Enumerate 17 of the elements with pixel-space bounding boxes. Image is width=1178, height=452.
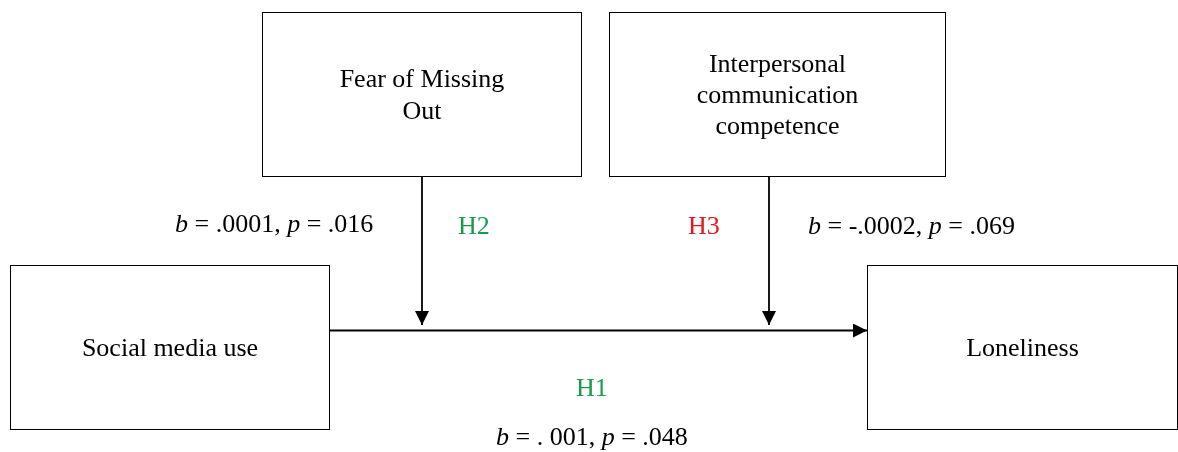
process-box (867, 265, 1178, 430)
arrow (762, 176, 776, 326)
node-text: Fear of Missing Out (338, 63, 506, 126)
coefficient-note: b = . 001, p = .048 (496, 421, 688, 452)
process-box (609, 12, 946, 177)
node-text: Interpersonal communication competence (695, 47, 860, 142)
arrow (329, 323, 868, 338)
node-text: Loneliness (966, 331, 1079, 364)
edge-label: H1 (576, 372, 608, 404)
coefficient-note: b = -.0002, p = .069 (808, 210, 1015, 242)
arrow (415, 176, 429, 326)
coefficient-note: b = .0001, p = .016 (175, 208, 374, 240)
node-text: Social media use (81, 331, 259, 364)
edge-label: H3 (688, 210, 720, 242)
process-box (262, 12, 582, 177)
process-box (10, 265, 330, 430)
edge-label: H2 (458, 210, 490, 242)
